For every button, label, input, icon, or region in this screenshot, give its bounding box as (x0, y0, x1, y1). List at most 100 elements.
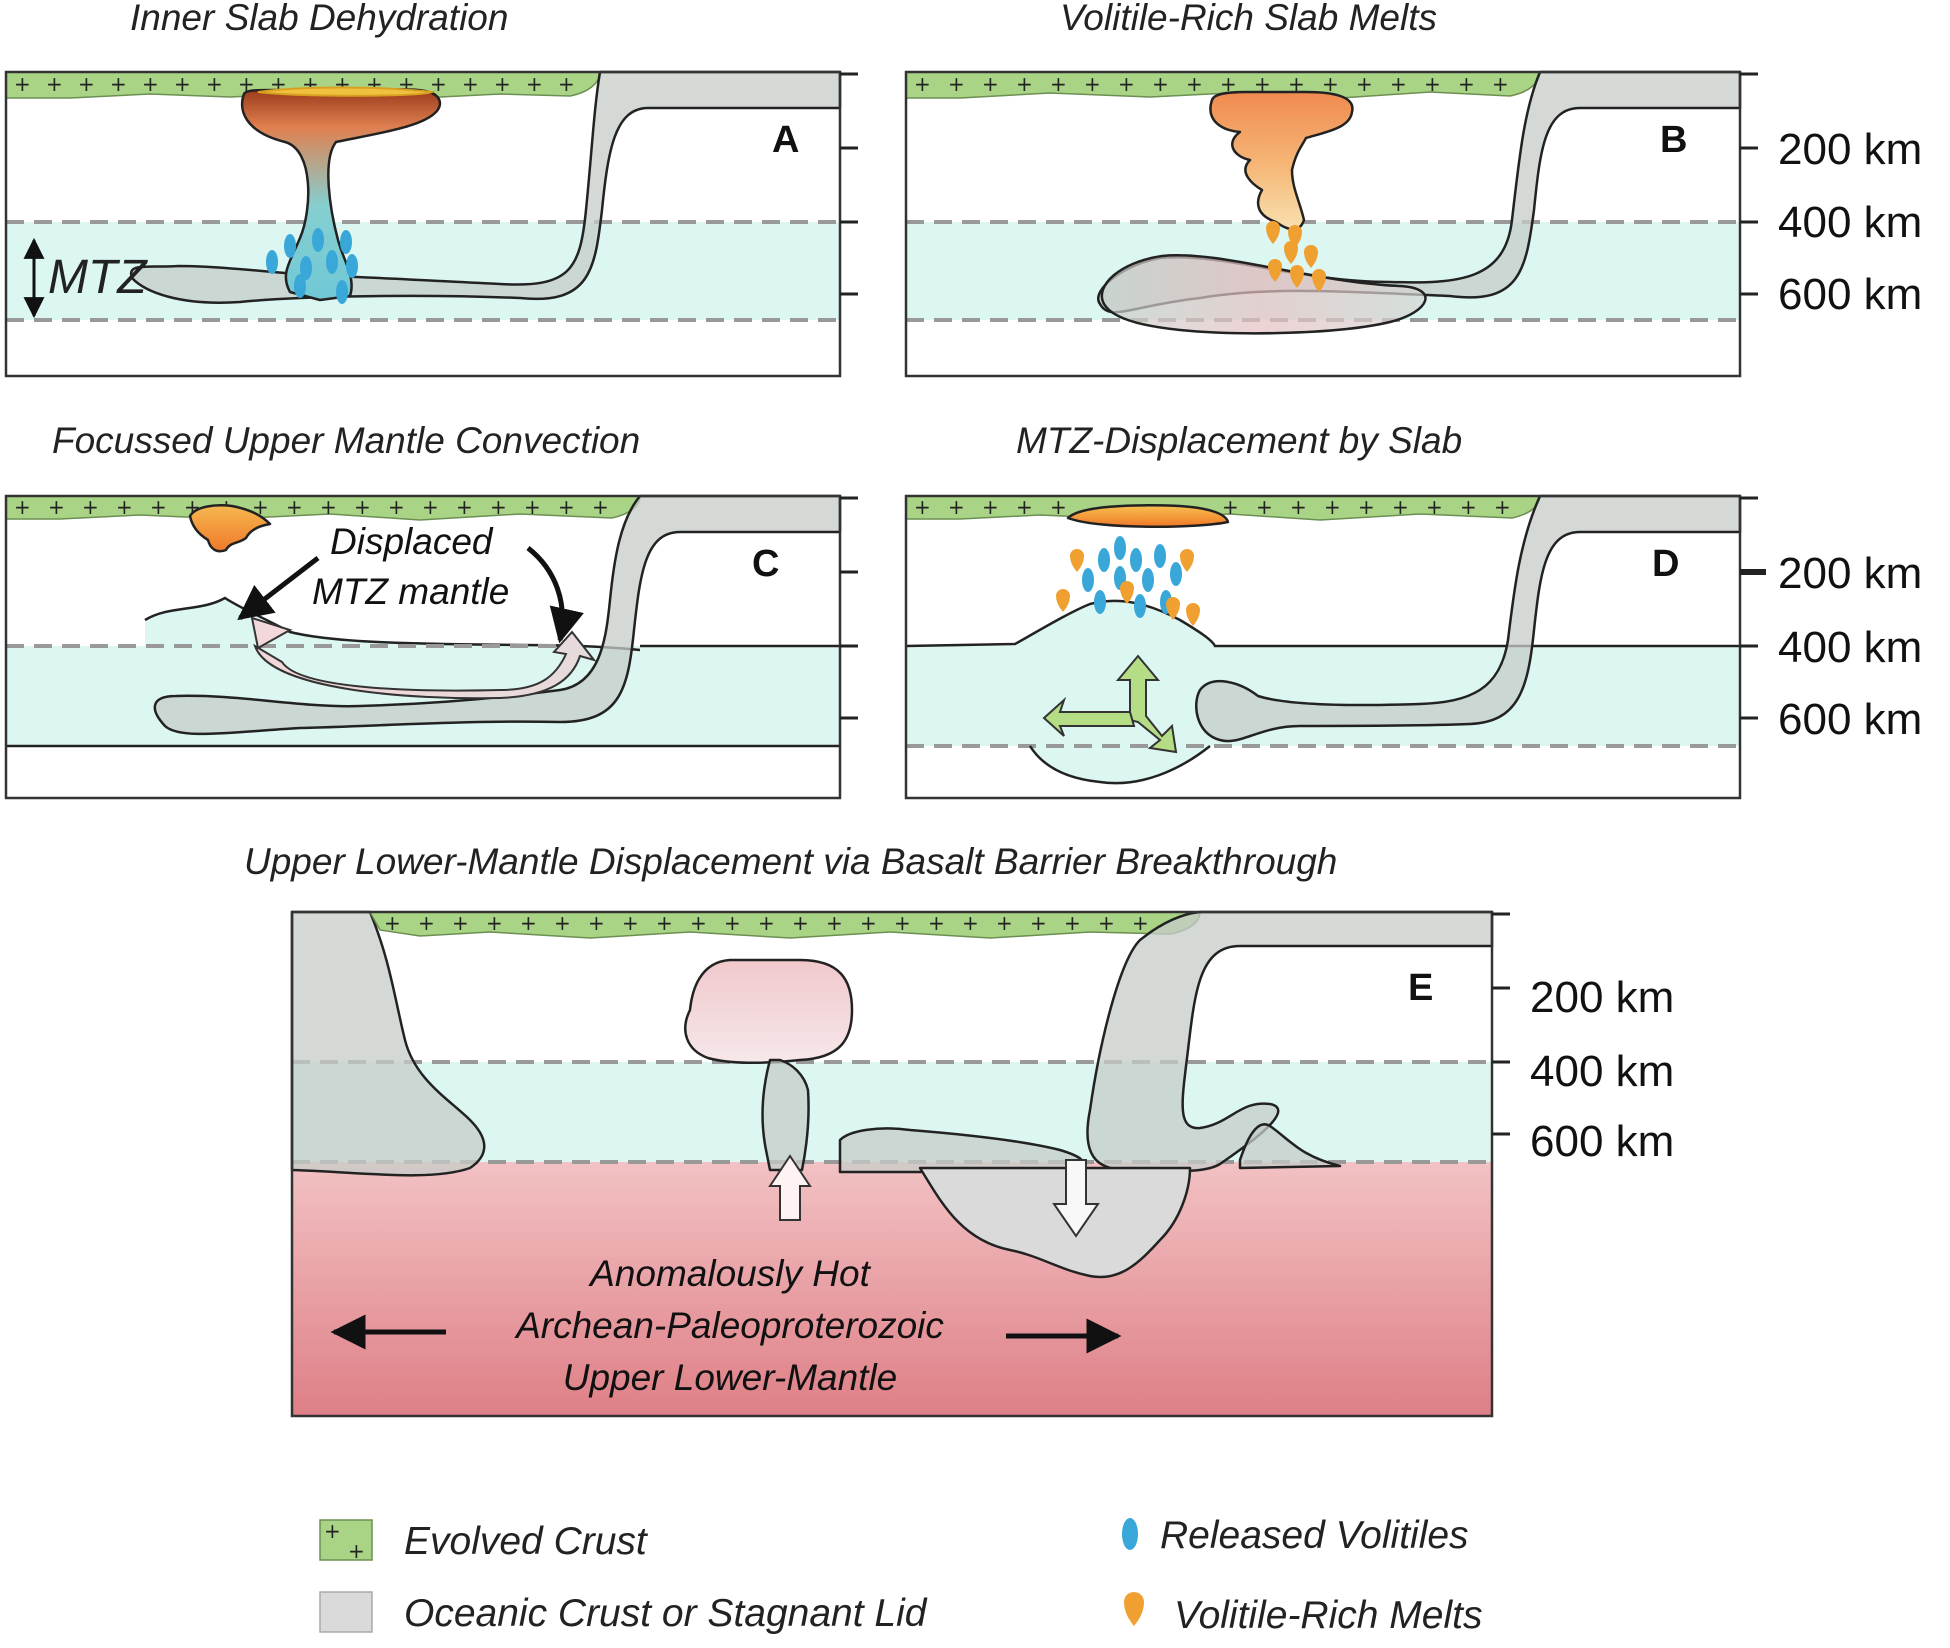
svg-text:+: + (82, 495, 99, 519)
panel-c-displacement-arrow-right (526, 546, 584, 644)
panel-e-left-slab (290, 910, 486, 1177)
panel-e-downwelling-arrow (1052, 1159, 1100, 1238)
svg-text:+: + (1030, 911, 1047, 935)
panel-e-hot-line1: Anomalously Hot (588, 1253, 871, 1294)
depth-label-d-600: 600 km (1778, 695, 1922, 744)
panel-c-displacement-arrow-left (237, 556, 320, 621)
svg-text:+: + (320, 495, 337, 519)
svg-text:+: + (1220, 72, 1237, 96)
svg-text:+: + (948, 72, 965, 96)
panel-a-subducting-slab (129, 70, 842, 304)
legend-volitile-icon (1122, 1518, 1138, 1550)
panel-d-uplifted-mtz (1015, 600, 1215, 646)
svg-text:+: + (724, 911, 741, 935)
depth-label-b-400: 400 km (1778, 198, 1922, 247)
svg-text:+: + (622, 911, 639, 935)
panel-e-frame (290, 910, 1494, 1418)
panel-c-annotation-line1: Displaced (330, 521, 494, 562)
svg-text:+: + (1322, 72, 1339, 96)
legend-oceanic-crust-swatch (319, 1591, 373, 1633)
svg-text:+: + (1492, 72, 1509, 96)
svg-text:+: + (142, 72, 159, 96)
panel-e-title: Upper Lower-Mantle Displacement via Basa… (244, 841, 1337, 882)
svg-text:+: + (588, 911, 605, 935)
svg-text:+: + (758, 911, 775, 935)
legend-evolved-crust: Evolved Crust (404, 1520, 649, 1563)
panel-c-convection-arrow (253, 630, 597, 700)
depth-label-e-200: 200 km (1530, 973, 1674, 1022)
svg-text:+: + (174, 72, 191, 96)
panel-c-convection-arrow-head (250, 616, 293, 650)
legend-volitile-rich-melts: Volitile-Rich Melts (1174, 1594, 1482, 1637)
svg-text:+: + (78, 72, 95, 96)
svg-text:+: + (452, 911, 469, 935)
panel-d-crust-plus-signs: +++ +++ +++ +++ ++ (914, 495, 1511, 519)
depth-label-b-200: 200 km (1778, 125, 1922, 174)
panel-c-annotation-line2: MTZ mantle (312, 571, 509, 612)
panel-c-subducting-slab (153, 494, 842, 736)
legend-oceanic-crust: Oceanic Crust or Stagnant Lid (404, 1592, 928, 1635)
panel-e-hot-line2: Archean-Paleoproterozoic (514, 1305, 944, 1346)
panel-c-crust-plus-signs: +++ +++ +++ +++ +++ +++ (14, 495, 609, 519)
svg-text:+: + (894, 911, 911, 935)
svg-text:+: + (554, 911, 571, 935)
legend-released-volitiles: Released Volitiles (1160, 1514, 1469, 1557)
panel-c-title: Focussed Upper Mantle Convection (52, 420, 640, 461)
svg-text:+: + (1016, 72, 1033, 96)
panel-b: Volitile-Rich Slab Melts +++ +++ +++ +++… (904, 0, 1922, 378)
panel-e-lower-mantle-intrusion (918, 1166, 1192, 1279)
panel-b-volatile-rich-melt (1209, 90, 1354, 231)
panel-e-right-slab (1086, 910, 1494, 1172)
panel-d: MTZ-Displacement by Slab +++ +++ +++ +++… (904, 420, 1922, 800)
svg-text:+: + (486, 911, 503, 935)
svg-text:+: + (116, 495, 133, 519)
panel-e-hot-line3: Upper Lower-Mantle (563, 1357, 898, 1398)
svg-text:+: + (524, 495, 541, 519)
svg-text:+: + (1098, 911, 1115, 935)
legend-evolved-crust-swatch (319, 1519, 373, 1561)
svg-text:+: + (14, 72, 31, 96)
svg-text:+: + (1494, 495, 1511, 519)
panel-e-upwelling-arrow (768, 1154, 812, 1221)
svg-text:+: + (430, 72, 447, 96)
panel-c: Focussed Upper Mantle Convection + + + + + +… (4, 420, 858, 800)
svg-text:+: + (1460, 495, 1477, 519)
svg-text:+: + (1426, 495, 1443, 519)
panel-d-label: D (1652, 543, 1679, 585)
svg-text:+: + (1390, 72, 1407, 96)
svg-text:+: + (1458, 72, 1475, 96)
svg-text:+: + (490, 495, 507, 519)
panel-e-diapir-stem (761, 1058, 810, 1172)
panel-b-volitile-rich-melts (1266, 221, 1326, 292)
panel-a-frame (4, 70, 842, 378)
svg-text:+: + (462, 72, 479, 96)
svg-text:+: + (982, 495, 999, 519)
panel-e: Upper Lower-Mantle Displacement via Basa… (244, 841, 1674, 1418)
panel-e-hot-lower-mantle (292, 1162, 1492, 1416)
legend: + + Evolved Crust Oceanic Crust or Stagn… (319, 1514, 1482, 1637)
depth-label-e-600: 600 km (1530, 1117, 1674, 1166)
svg-text:+: + (656, 911, 673, 935)
panel-e-crust-plus-signs: +++ +++ +++ +++ +++ +++ +++ ++ (384, 911, 1149, 935)
svg-text:+: + (826, 911, 843, 935)
svg-text:+: + (996, 911, 1013, 935)
depth-label-b-600: 600 km (1778, 270, 1922, 319)
svg-text:+: + (1050, 495, 1067, 519)
svg-text:+: + (1186, 72, 1203, 96)
svg-text:+: + (1084, 72, 1101, 96)
svg-text:+: + (1016, 495, 1033, 519)
svg-text:+: + (1288, 72, 1305, 96)
panel-b-label: B (1660, 119, 1687, 161)
svg-text:+: + (1254, 72, 1271, 96)
svg-text:+: + (456, 495, 473, 519)
svg-text:+: + (1324, 495, 1341, 519)
svg-text:+: + (46, 72, 63, 96)
depth-label-e-400: 400 km (1530, 1047, 1674, 1096)
svg-text:+: + (206, 72, 223, 96)
panel-e-diapir (684, 958, 854, 1065)
svg-text:+: + (384, 911, 401, 935)
panel-a-crust-plus-signs: +++ +++ +++ +++ +++ +++ (14, 72, 575, 96)
panel-d-volitile-rich-melts (1056, 549, 1200, 626)
svg-text:+: + (1132, 911, 1149, 935)
